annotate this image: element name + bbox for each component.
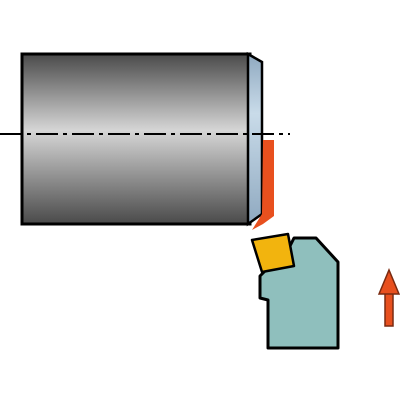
chip-cut-zone [252, 140, 274, 230]
workpiece-cylinder [20, 52, 252, 226]
workpiece-end-face [246, 51, 264, 227]
up-arrow-icon [377, 268, 400, 327]
cutting-insert [250, 232, 296, 274]
